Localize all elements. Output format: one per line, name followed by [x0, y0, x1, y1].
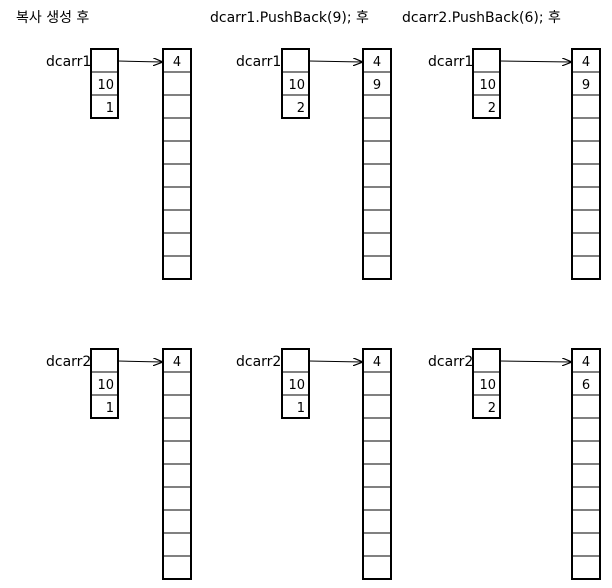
variable-name-label: dcarr2: [236, 354, 281, 370]
object-box: [90, 348, 119, 419]
variable-name-label: dcarr2: [428, 354, 473, 370]
array-element-value: 4: [173, 355, 181, 370]
panel-2: dcarr1 10 2 4 9: [236, 48, 392, 280]
capacity-value: 10: [288, 378, 305, 393]
size-value: 1: [297, 401, 305, 416]
pointer-arrow: [499, 61, 571, 62]
capacity-value: 10: [97, 378, 114, 393]
array-element-value: 4: [373, 55, 381, 70]
object-box: [472, 348, 501, 419]
panel-4: dcarr2 10 1 4: [46, 348, 192, 580]
panel-1: dcarr1 10 1 4: [46, 48, 192, 280]
capacity-value: 10: [97, 78, 114, 93]
size-value: 1: [106, 401, 114, 416]
pointer-arrow: [499, 361, 571, 362]
object-box: [472, 48, 501, 119]
pointer-arrow: [117, 61, 162, 62]
size-value: 2: [488, 401, 496, 416]
panel-3: dcarr1 10 2 4 9: [428, 48, 601, 280]
header-dcarr1-pushback: dcarr1.PushBack(9); 후: [210, 10, 369, 26]
object-box: [90, 48, 119, 119]
array-element-value: 4: [373, 355, 381, 370]
header-dcarr2-pushback: dcarr2.PushBack(6); 후: [402, 10, 561, 26]
object-box: [281, 48, 310, 119]
array-element-value: 6: [582, 378, 590, 393]
size-value: 2: [297, 101, 305, 116]
variable-name-label: dcarr1: [46, 54, 91, 70]
pointer-arrow: [117, 361, 162, 362]
size-value: 2: [488, 101, 496, 116]
variable-name-label: dcarr2: [46, 354, 91, 370]
array-element-value: 4: [582, 55, 590, 70]
array-element-value: 9: [373, 78, 381, 93]
variable-name-label: dcarr1: [236, 54, 281, 70]
array-element-value: 4: [582, 355, 590, 370]
size-value: 1: [106, 101, 114, 116]
object-box: [281, 348, 310, 419]
header-copy-constructed: 복사 생성 후: [16, 10, 89, 26]
capacity-value: 10: [479, 78, 496, 93]
capacity-value: 10: [288, 78, 305, 93]
panel-6: dcarr2 10 2 4 6: [428, 348, 601, 580]
capacity-value: 10: [479, 378, 496, 393]
pointer-arrow: [308, 61, 362, 62]
array-element-value: 9: [582, 78, 590, 93]
pointer-arrow: [308, 361, 362, 362]
array-element-value: 4: [173, 55, 181, 70]
variable-name-label: dcarr1: [428, 54, 473, 70]
panel-5: dcarr2 10 1 4: [236, 348, 392, 580]
